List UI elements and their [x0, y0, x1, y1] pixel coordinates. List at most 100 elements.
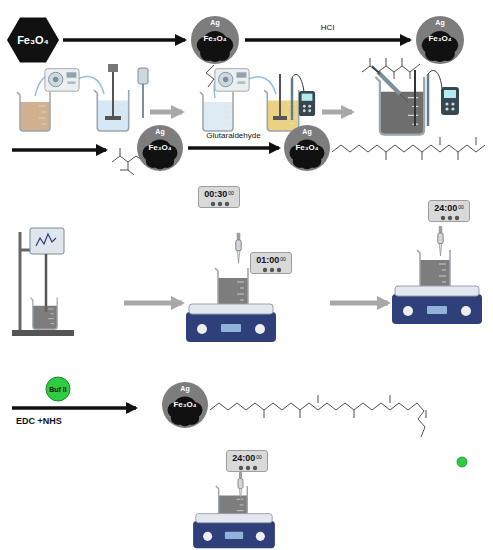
- sonicator: [12, 228, 74, 336]
- stirrer-rod: [273, 116, 287, 120]
- process-arrow: [330, 301, 388, 306]
- timer-button: [263, 268, 267, 272]
- glutaraldehyde-chain: [332, 145, 485, 152]
- beaker: [200, 92, 233, 131]
- timer-seconds: 00: [280, 257, 286, 262]
- timer-button: [211, 202, 215, 206]
- shell-label: Ag: [435, 19, 444, 26]
- nanoparticle: AgFe₃O₄: [188, 15, 242, 65]
- ph-probe: [292, 74, 304, 92]
- pipette: [236, 233, 241, 264]
- thermometer-probe: [138, 68, 148, 118]
- silane-structure: [112, 156, 142, 162]
- silane-structure: [362, 64, 420, 72]
- stirrer-plate: [392, 286, 482, 324]
- beaker: [17, 92, 50, 131]
- process-arrow: [150, 110, 182, 115]
- ph-meter: [299, 91, 315, 116]
- stirrer-rod: [112, 70, 114, 118]
- timer-button: [441, 216, 445, 220]
- shell-label: Ag: [210, 19, 219, 26]
- core-label: Fe₃O₄: [203, 35, 226, 43]
- process-arrow: [322, 110, 352, 115]
- beaker: [215, 268, 248, 307]
- stirrer-rod: [414, 70, 416, 126]
- process-arrow: [12, 148, 106, 152]
- timer-seconds: 00: [458, 205, 464, 210]
- beaker: [200, 92, 233, 131]
- reagent-label: Glutaraldehyde: [206, 132, 260, 140]
- stirrer-plate: [186, 304, 276, 342]
- beaker: [30, 298, 57, 330]
- silver-shell: [137, 125, 183, 171]
- magnetite-core: [300, 155, 314, 169]
- stirrer-plate: [193, 514, 275, 549]
- core-label: Fe₃O₄: [17, 35, 49, 46]
- timer-button: [246, 466, 250, 470]
- timer-button: [225, 202, 229, 206]
- crosslinked-chain: [210, 403, 425, 437]
- timer-button: [253, 466, 257, 470]
- process-arrow: [330, 303, 388, 304]
- ligand-structure: [206, 65, 214, 87]
- reaction-arrow: [188, 146, 279, 150]
- thermometer-probe: [142, 84, 144, 118]
- ph-probe: [428, 70, 442, 88]
- core-label: Fe₃O₄: [428, 35, 451, 43]
- timer-reading: 00:30: [204, 190, 227, 199]
- beaker: [417, 250, 450, 289]
- timer-seconds: 00: [256, 455, 262, 460]
- tubing: [76, 76, 104, 94]
- stirrer-plate: [193, 514, 275, 549]
- core-label: Fe₃O₄: [148, 144, 171, 152]
- antibody-marker: [457, 457, 467, 467]
- shell-label: Ag: [155, 128, 164, 135]
- magnetite-core: [178, 412, 192, 426]
- magnetite-core: [153, 155, 167, 169]
- magnetite-core: [208, 48, 222, 62]
- timer-box: 00:3000: [198, 186, 240, 208]
- reaction-arrow: [63, 38, 185, 42]
- stirrer-rod: [108, 64, 118, 72]
- timer-reading: 24:00: [434, 204, 457, 213]
- sonicator: [12, 330, 74, 336]
- beaker: [17, 92, 50, 131]
- beaker: [264, 90, 299, 131]
- syringe: [400, 94, 408, 102]
- syringe: [378, 72, 400, 94]
- shell-label: Ag: [302, 128, 311, 135]
- ph-probe: [428, 70, 442, 126]
- thermometer-probe: [138, 68, 148, 84]
- process-arrow: [322, 112, 352, 113]
- reaction-arrow: [245, 38, 410, 42]
- tubing: [246, 77, 276, 94]
- timer-reading: 24:00: [232, 454, 255, 463]
- stirrer-rod: [273, 74, 287, 120]
- stirrer-rod: [415, 70, 416, 126]
- process-arrow: [12, 150, 106, 151]
- core-label: Fe₃O₄: [173, 401, 196, 409]
- crosslinked-chain: [210, 395, 426, 437]
- peristaltic-pump: [45, 69, 79, 92]
- timer-button: [277, 268, 281, 272]
- stirrer-rod: [105, 64, 121, 120]
- pipette: [438, 226, 443, 256]
- timer-button: [270, 268, 274, 272]
- beaker: [94, 90, 129, 131]
- pipette: [238, 472, 243, 500]
- reagent-circle: Buf II: [45, 376, 71, 402]
- process-arrow: [12, 406, 136, 410]
- ph-meter: [441, 87, 459, 115]
- shell-label: Ag: [180, 385, 189, 392]
- ph-probe: [291, 78, 294, 120]
- beaker: [417, 250, 450, 289]
- peristaltic-pump: [215, 69, 249, 92]
- process-arrow: [150, 112, 182, 113]
- timer-seconds: 00: [228, 191, 234, 196]
- timer-box: 01:0000: [250, 252, 292, 274]
- process-arrow: [124, 301, 182, 306]
- process-arrow: [124, 303, 182, 304]
- pipette: [236, 233, 241, 264]
- crosslinked-chain: [264, 395, 426, 418]
